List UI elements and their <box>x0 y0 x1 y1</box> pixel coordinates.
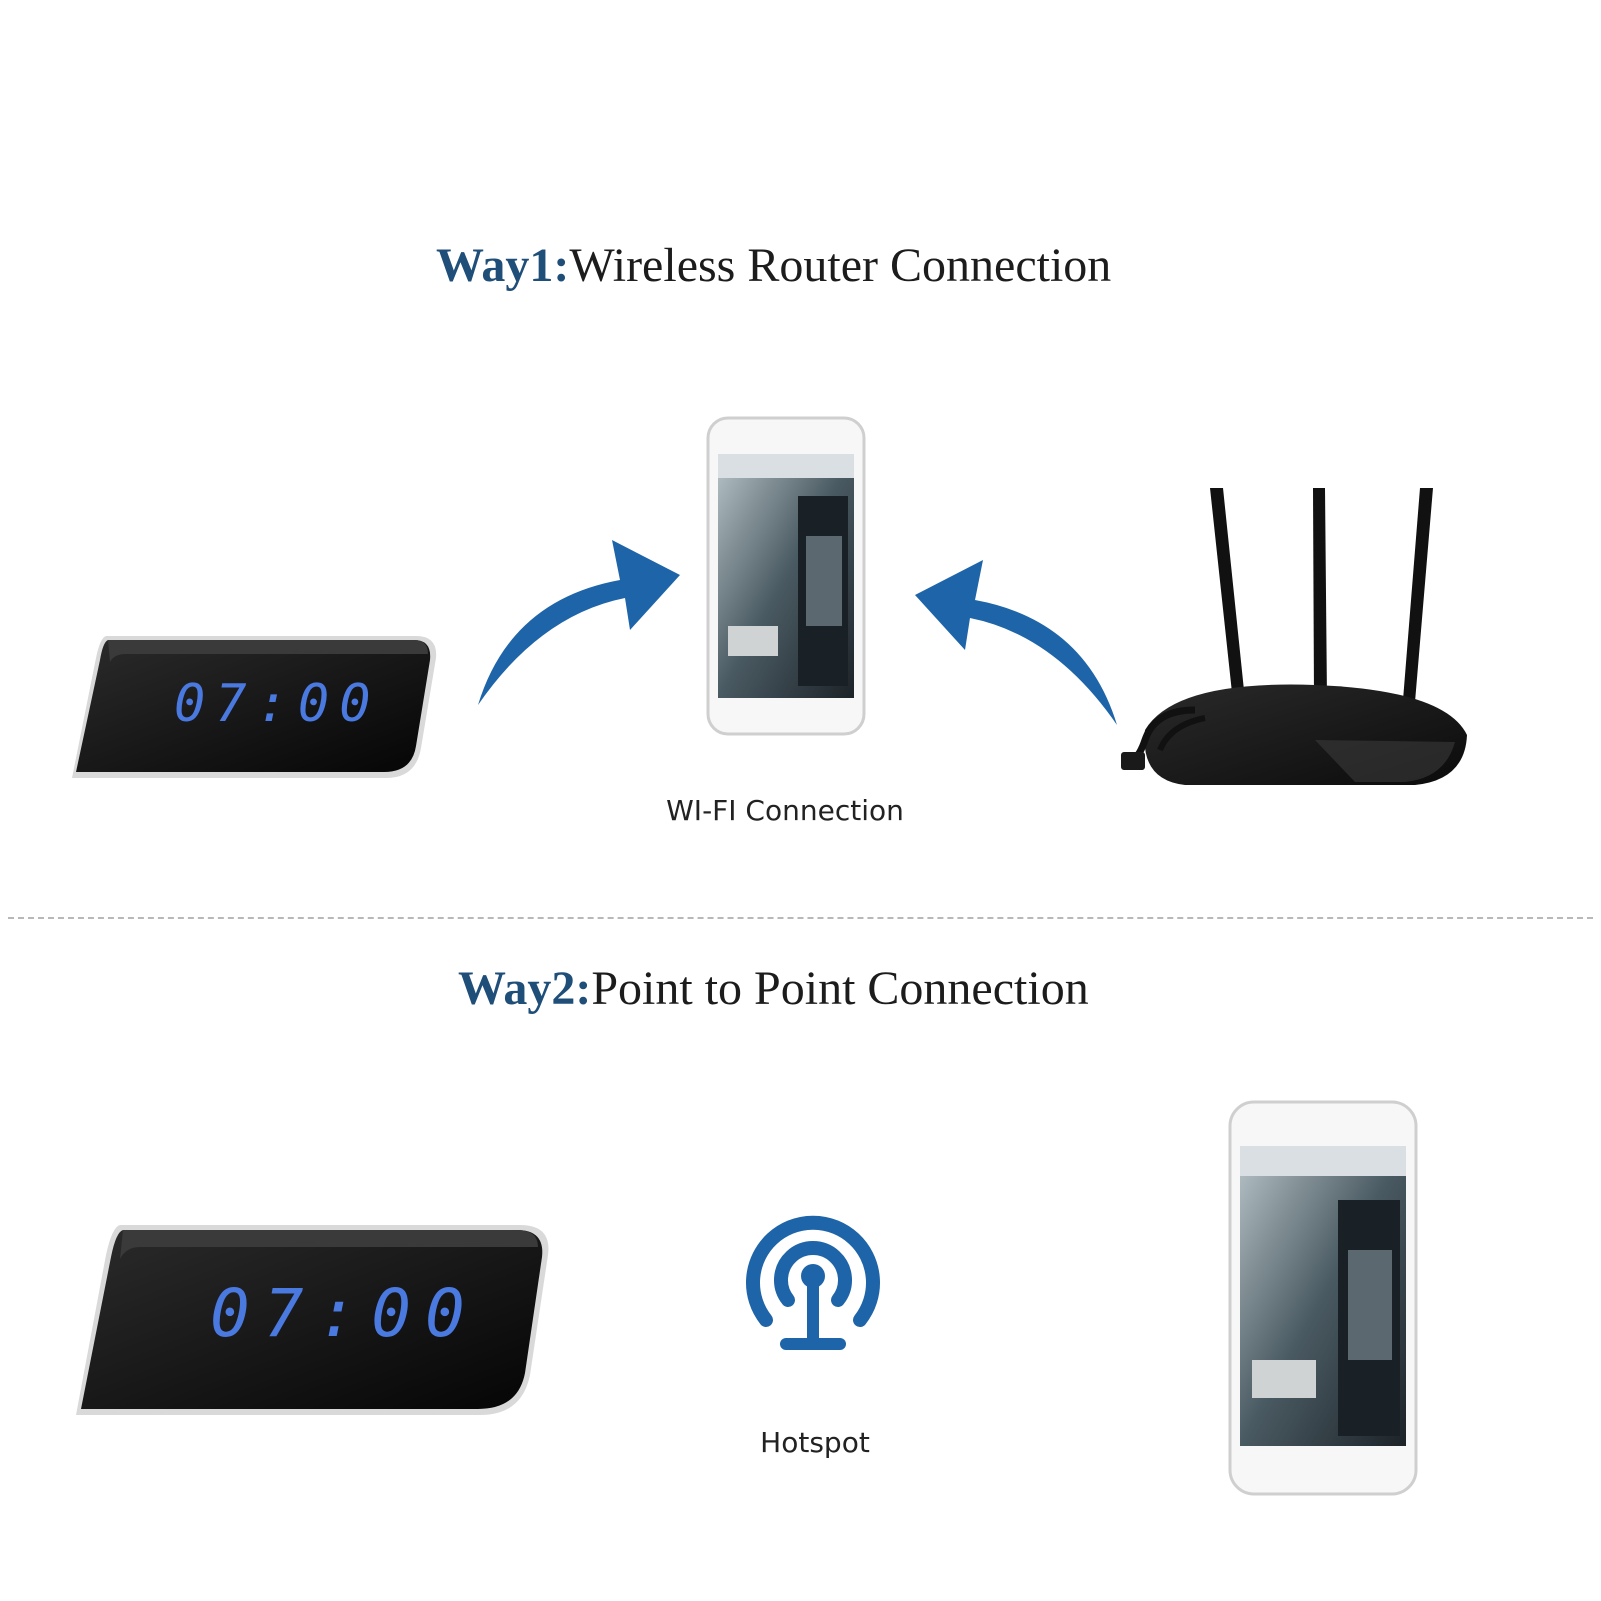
way1-caption: WI-FI Connection <box>666 794 904 827</box>
section-divider <box>8 917 1593 919</box>
way2-prefix: Way2: <box>458 962 592 1015</box>
router-icon <box>1115 480 1475 800</box>
way2-smartphone-icon <box>1228 1100 1418 1496</box>
way1-prefix: Way1: <box>436 239 570 292</box>
hotspot-icon <box>738 1210 888 1360</box>
way1-heading: Way1:Wireless Router Connection <box>436 238 1111 293</box>
way2-title: Point to Point Connection <box>591 962 1089 1015</box>
way1-clock-camera-icon: 07:00 <box>66 628 446 788</box>
arrow-icon <box>905 540 1125 730</box>
way2-clock-camera-icon: 07:00 <box>70 1215 560 1425</box>
way2-clock-display: 07:00 <box>210 1275 479 1352</box>
way2-caption: Hotspot <box>760 1426 870 1459</box>
way1-clock-display: 07:00 <box>174 674 381 734</box>
arrow-icon <box>470 520 690 710</box>
way1-smartphone-icon <box>706 416 866 736</box>
way2-heading: Way2:Point to Point Connection <box>458 961 1089 1016</box>
way1-title: Wireless Router Connection <box>569 239 1112 292</box>
